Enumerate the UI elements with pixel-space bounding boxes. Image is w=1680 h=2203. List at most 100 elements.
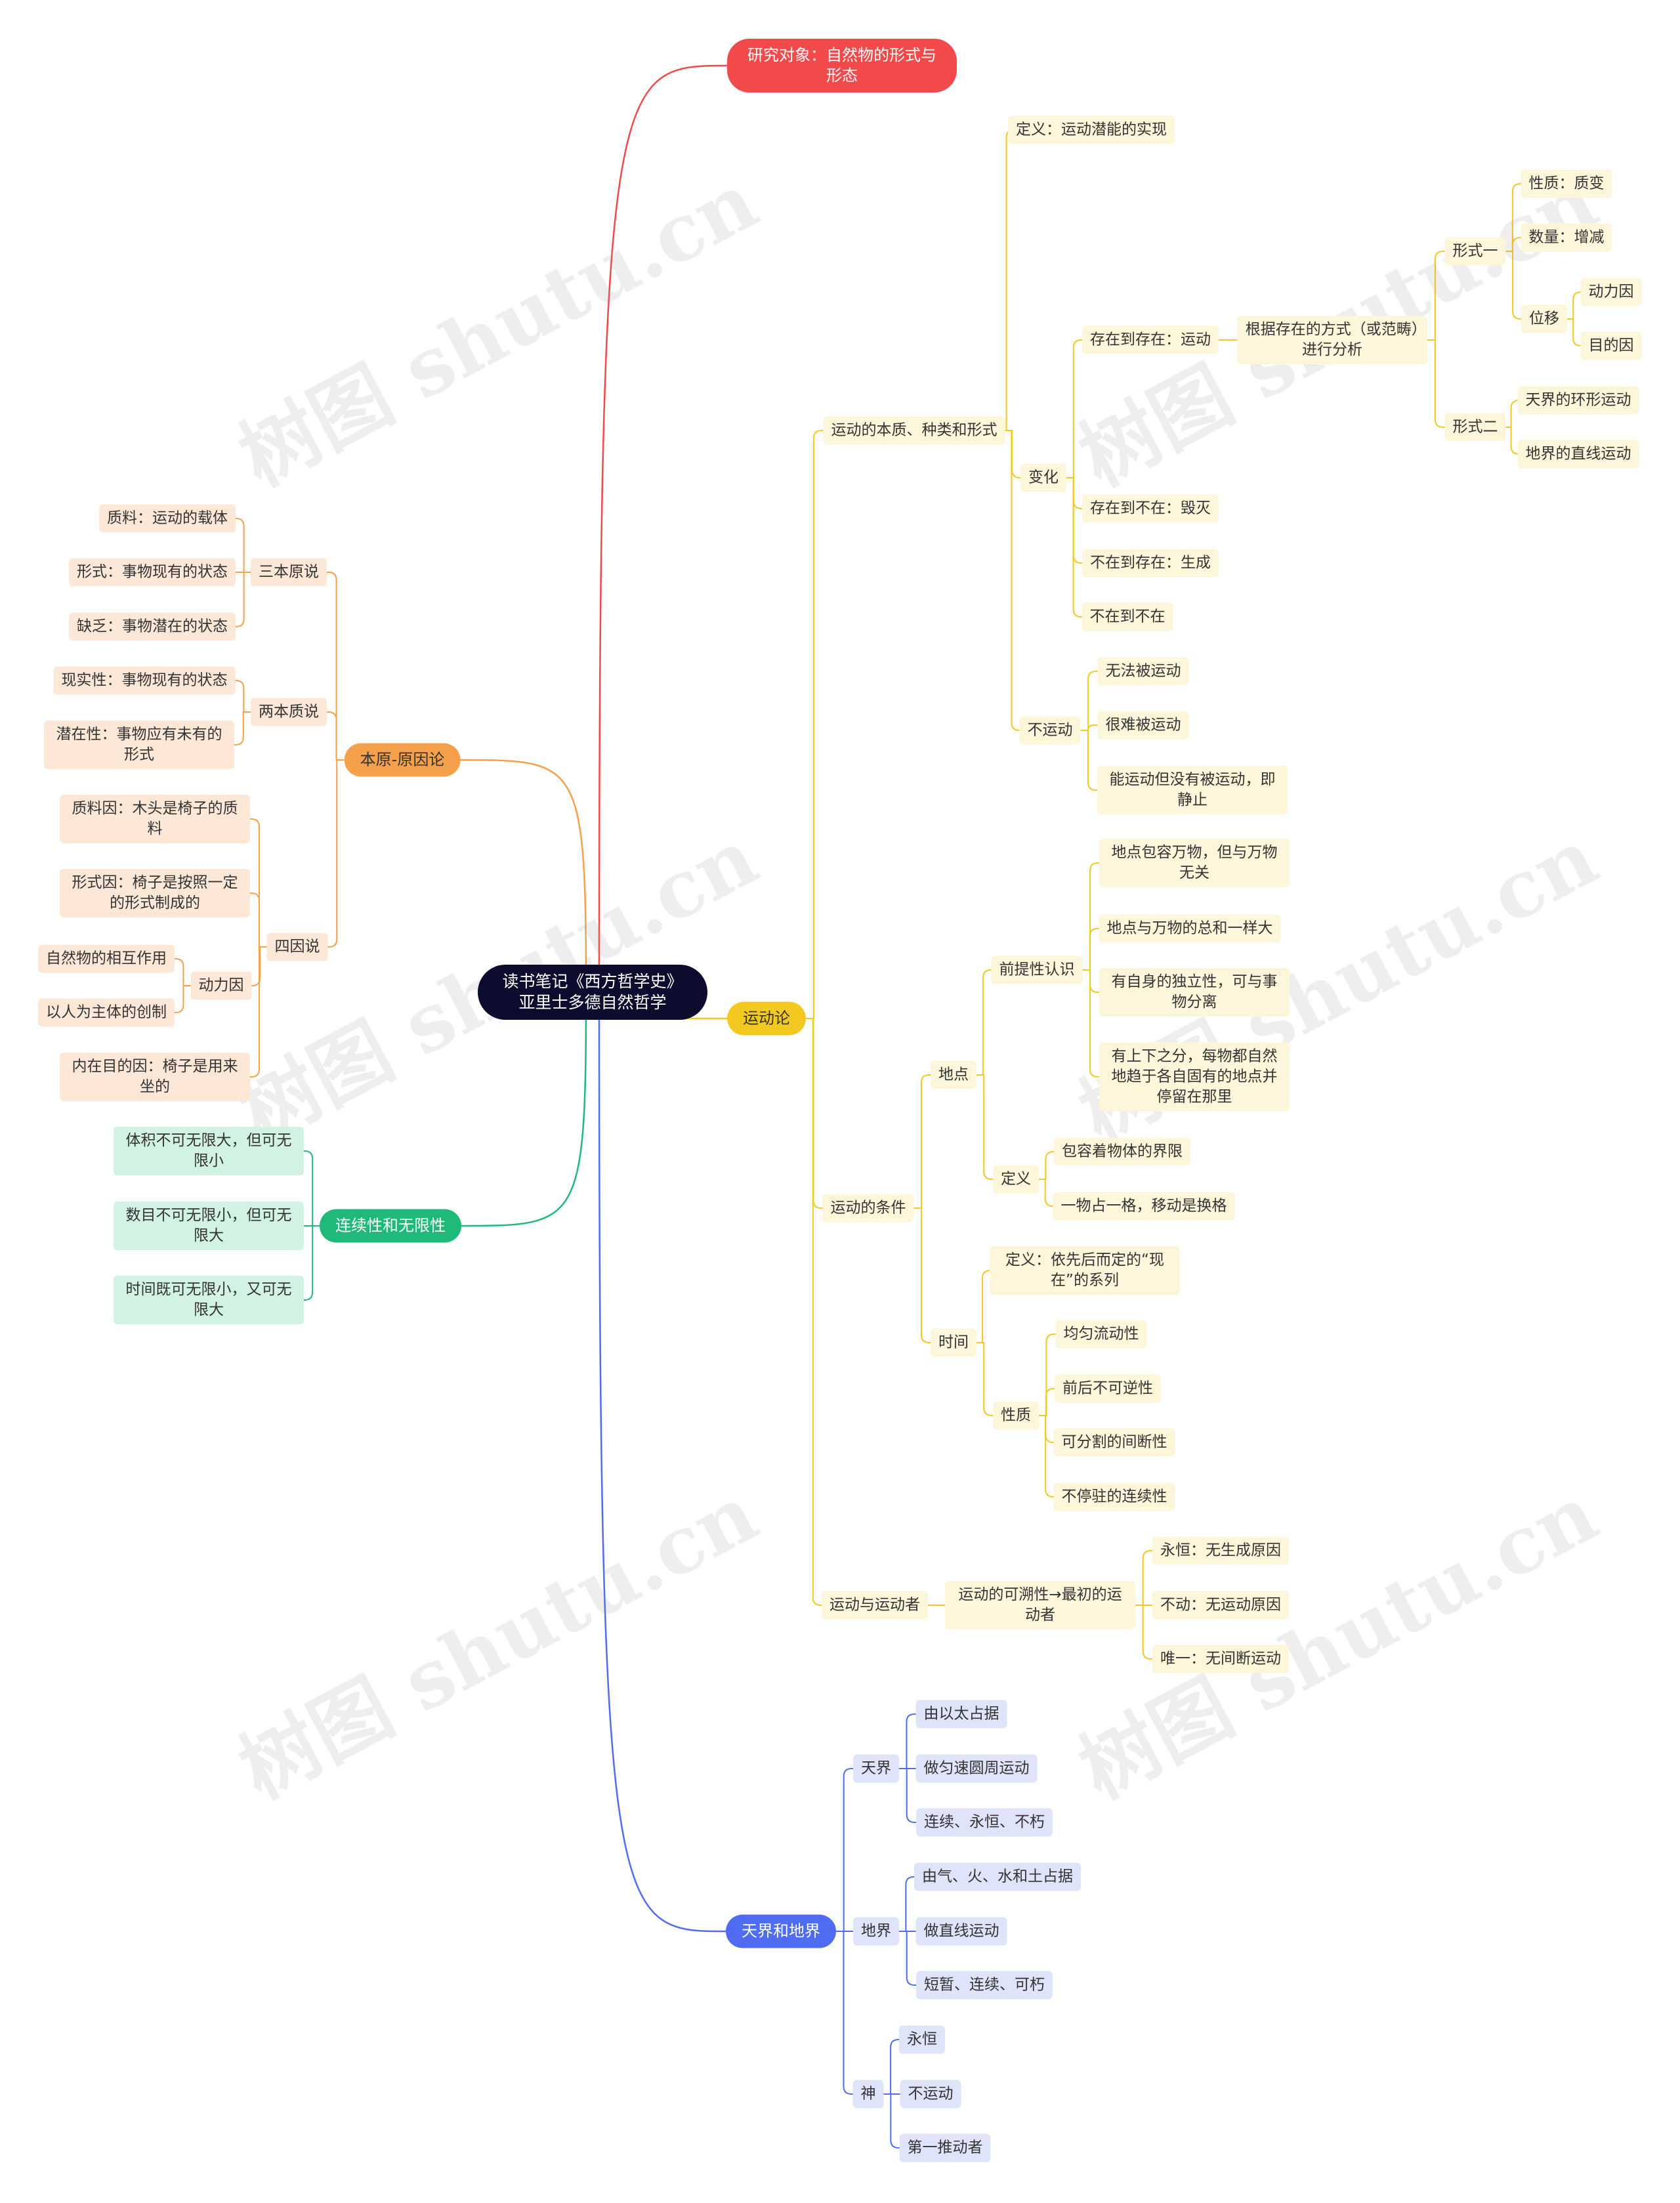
form-displacement[interactable]: 位移 — [1521, 304, 1567, 333]
motion-and-mover[interactable]: 运动与运动者 — [822, 1591, 928, 1620]
connector — [899, 1931, 916, 1986]
connector — [1066, 477, 1082, 618]
time-nature-2[interactable]: 前后不可逆性 — [1055, 1374, 1161, 1403]
time-nature-3[interactable]: 可分割的间断性 — [1053, 1428, 1175, 1457]
time-node[interactable]: 时间 — [931, 1328, 976, 1357]
place-premise-1[interactable]: 地点包容万物，但与万物无关 — [1099, 839, 1290, 887]
connector — [598, 992, 726, 1933]
number-infinity[interactable]: 数目不可无限小，但可无限大 — [114, 1202, 304, 1250]
terrestrial-realm[interactable]: 地界 — [853, 1917, 899, 1946]
god-eternal[interactable]: 永恒 — [899, 2025, 945, 2054]
place-premise-4[interactable]: 有上下之分，每物都自然地趋于各自固有的地点并停留在那里 — [1099, 1042, 1290, 1112]
time-definition[interactable]: 定义：依先后而定的“现在”的系列 — [990, 1246, 1180, 1295]
principle-form[interactable]: 形式：事物现有的状态 — [69, 558, 236, 587]
time-infinity[interactable]: 时间既可无限小，又可无限大 — [114, 1276, 304, 1324]
premise-knowledge[interactable]: 前提性认识 — [991, 955, 1083, 984]
being-to-nonbeing[interactable]: 存在到不在：毁灭 — [1082, 494, 1219, 523]
motion-definition[interactable]: 定义：运动潜能的实现 — [1008, 115, 1175, 144]
formal-cause[interactable]: 形式因：椅子是按照一定的形式制成的 — [60, 869, 250, 917]
place-def-1[interactable]: 包容着物体的界限 — [1054, 1137, 1190, 1166]
connector — [883, 2093, 900, 2149]
connector — [806, 1018, 823, 1209]
place-premise-3[interactable]: 有自身的独立性，可与事物分离 — [1099, 968, 1290, 1017]
volume-infinity[interactable]: 体积不可无限大，但可无限小 — [114, 1127, 304, 1175]
form-quantity[interactable]: 数量：增减 — [1521, 223, 1612, 252]
place-node[interactable]: 地点 — [931, 1060, 976, 1089]
rest-state[interactable]: 能运动但没有被运动，即静止 — [1097, 766, 1288, 814]
hard-to-move[interactable]: 很难被运动 — [1097, 711, 1189, 740]
principle-matter[interactable]: 质料：运动的载体 — [99, 504, 236, 533]
branch-continuity-infinity[interactable]: 连续性和无限性 — [320, 1209, 461, 1243]
form-quality[interactable]: 性质：质变 — [1521, 169, 1612, 198]
category-analysis[interactable]: 根据存在的方式（或范畴）进行分析 — [1237, 316, 1427, 364]
four-elements[interactable]: 由气、火、水和土占据 — [914, 1862, 1081, 1891]
final-cause[interactable]: 内在目的因：椅子是用来坐的 — [60, 1053, 250, 1101]
connector — [1427, 339, 1445, 428]
eternal-no-cause[interactable]: 永恒：无生成原因 — [1152, 1536, 1289, 1565]
linear-motion[interactable]: 做直线运动 — [915, 1917, 1007, 1946]
connector — [1082, 969, 1099, 1078]
terrestrial-linear-motion[interactable]: 地界的直线运动 — [1517, 440, 1639, 469]
final-cause-leaf[interactable]: 目的因 — [1580, 331, 1642, 360]
natural-interaction[interactable]: 自然物的相互作用 — [38, 944, 175, 973]
connector — [806, 430, 824, 1019]
connector — [1005, 129, 1015, 431]
place-definition[interactable]: 定义 — [993, 1165, 1039, 1194]
four-causes[interactable]: 四因说 — [266, 933, 328, 961]
celestial-circular-motion[interactable]: 天界的环形运动 — [1517, 386, 1639, 415]
efficient-cause-leaf[interactable]: 动力因 — [1580, 278, 1642, 306]
god-node[interactable]: 神 — [852, 2080, 884, 2109]
branch-motion-theory[interactable]: 运动论 — [727, 1001, 806, 1036]
motion-nature-types-forms[interactable]: 运动的本质、种类和形式 — [823, 416, 1005, 445]
branch-principle-cause[interactable]: 本原-原因论 — [344, 743, 461, 777]
celestial-realm[interactable]: 天界 — [853, 1754, 899, 1783]
connector — [914, 1207, 931, 1343]
unmoved-node[interactable]: 不运动 — [1019, 716, 1081, 745]
form-two[interactable]: 形式二 — [1444, 413, 1506, 442]
connector — [1505, 237, 1521, 252]
corruptible[interactable]: 短暂、连续、可朽 — [916, 1971, 1053, 2000]
form-one[interactable]: 形式一 — [1444, 237, 1506, 266]
connector — [1082, 969, 1099, 993]
change-node[interactable]: 变化 — [1020, 463, 1066, 492]
place-premise-2[interactable]: 地点与万物的总和一样大 — [1099, 914, 1281, 943]
connector — [234, 711, 251, 745]
root-title-line1: 读书笔记《西方哲学史》 — [502, 972, 683, 991]
two-essences[interactable]: 两本质说 — [251, 698, 327, 726]
connector — [1567, 291, 1582, 320]
connector — [1080, 730, 1097, 791]
time-nature-1[interactable]: 均匀流动性 — [1055, 1320, 1147, 1349]
nonbeing-to-nonbeing[interactable]: 不在到不在 — [1082, 602, 1173, 631]
being-to-being[interactable]: 存在到存在：运动 — [1082, 325, 1219, 354]
connector — [976, 1270, 991, 1343]
root-topic[interactable]: 读书笔记《西方哲学史》亚里士多德自然哲学 — [478, 965, 707, 1020]
aether-occupied[interactable]: 由以太占据 — [915, 1700, 1007, 1729]
eternal-incorruptible[interactable]: 连续、永恒、不朽 — [916, 1808, 1053, 1837]
first-mover[interactable]: 第一推动者 — [899, 2133, 991, 2162]
branch-research-object[interactable]: 研究对象：自然物的形式与形态 — [727, 39, 957, 93]
branch-heaven-earth[interactable]: 天界和地界 — [726, 1914, 836, 1948]
unique-continuous[interactable]: 唯一：无间断运动 — [1152, 1645, 1289, 1673]
connector — [899, 1768, 916, 1823]
uniform-circular[interactable]: 做匀速圆周运动 — [915, 1754, 1038, 1783]
connector — [175, 985, 191, 1013]
nonbeing-to-being[interactable]: 不在到存在：生成 — [1082, 549, 1219, 577]
connector — [806, 1018, 822, 1606]
principle-lack[interactable]: 缺乏：事物潜在的状态 — [69, 612, 236, 641]
place-def-2[interactable]: 一物占一格，移动是换格 — [1053, 1192, 1235, 1221]
connector — [1080, 671, 1098, 731]
potentiality[interactable]: 潜在性：事物应有未有的形式 — [44, 721, 234, 769]
unmoved-no-cause[interactable]: 不动：无运动原因 — [1152, 1591, 1289, 1620]
human-creation[interactable]: 以人为主体的创制 — [38, 998, 175, 1027]
time-nature[interactable]: 性质 — [993, 1401, 1039, 1430]
god-unmoved[interactable]: 不运动 — [900, 2080, 961, 2109]
time-nature-4[interactable]: 不停驻的连续性 — [1053, 1482, 1175, 1511]
first-mover-traceback[interactable]: 运动的可溯性→最初的运动者 — [945, 1581, 1135, 1629]
motion-conditions[interactable]: 运动的条件 — [822, 1194, 914, 1223]
efficient-cause[interactable]: 动力因 — [190, 971, 252, 1000]
actuality[interactable]: 现实性：事物现有的状态 — [53, 666, 236, 695]
material-cause[interactable]: 质料因：木头是椅子的质料 — [60, 795, 250, 843]
cannot-be-moved[interactable]: 无法被运动 — [1097, 657, 1189, 686]
three-principles[interactable]: 三本原说 — [251, 558, 327, 587]
